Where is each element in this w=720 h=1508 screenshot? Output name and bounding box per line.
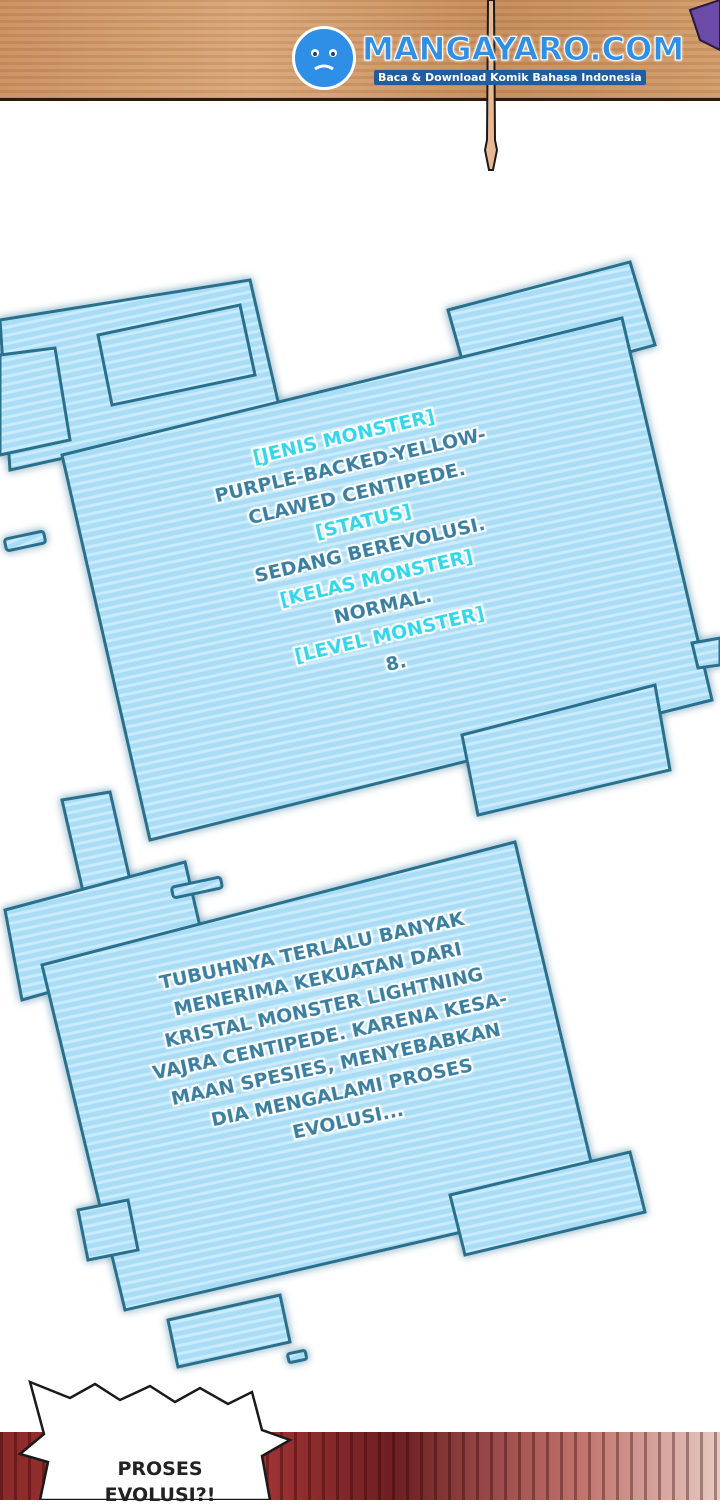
site-watermark: MANGAYARO.COM Baca & Download Komik Baha… [292, 26, 712, 94]
bubble-line: EVOLUSI?! [104, 1484, 216, 1506]
purple-decoration [688, 0, 720, 52]
top-panel-border [0, 98, 720, 101]
bubble-line: PROSES [117, 1458, 203, 1480]
speech-bubble [17, 1379, 293, 1500]
speech-bubble-text: PROSES EVOLUSI?! [70, 1456, 250, 1508]
blob-face-icon [292, 26, 356, 90]
top-panel-background [0, 0, 720, 100]
wooden-stick [484, 0, 498, 171]
watermark-title: MANGAYARO.COM [361, 30, 685, 69]
watermark-subtitle: Baca & Download Komik Bahasa Indonesia [374, 70, 646, 85]
